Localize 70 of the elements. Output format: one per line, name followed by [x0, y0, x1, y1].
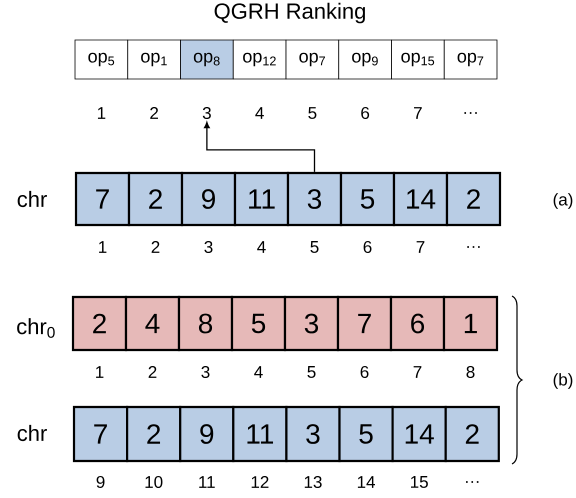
index-number: 3 — [202, 106, 211, 120]
index-number: 9 — [96, 476, 104, 488]
index-number: 7 — [416, 241, 424, 253]
index-number: 6 — [364, 240, 372, 254]
gene-cell: 2 — [72, 296, 128, 352]
panel-label: (b) — [554, 373, 572, 389]
index-number: 10 — [146, 476, 162, 488]
index-number: 1 — [99, 241, 106, 253]
gene-cell: 11 — [232, 406, 288, 462]
gene-cell: 9 — [180, 172, 236, 226]
gene-cell: 7 — [74, 172, 130, 226]
gene-cell: 2 — [128, 172, 184, 226]
ranking-cell: op$_{12}$ — [232, 40, 286, 80]
index-number: 5 — [307, 366, 316, 378]
gene-cell: 3 — [286, 172, 342, 226]
gene-cell: 11 — [234, 172, 290, 226]
index-number: 7 — [414, 366, 422, 378]
gene-cell: 3 — [284, 296, 340, 352]
panel-label: (a) — [554, 193, 572, 209]
index-number: 3 — [204, 240, 212, 254]
gene-cell: 2 — [446, 172, 502, 226]
index-number: 11 — [199, 476, 215, 488]
gene-cell: 1 — [442, 296, 498, 352]
gene-cell: 5 — [230, 296, 286, 352]
index-number: 14 — [358, 476, 375, 488]
index-number: 8 — [466, 366, 474, 378]
title: QGRH Ranking — [214, 2, 365, 24]
ranking-cell: op$_{7}$ — [286, 40, 340, 80]
index-number: … — [466, 481, 478, 483]
index-number: 1 — [96, 366, 104, 378]
index-number: 7 — [414, 107, 422, 119]
gene-cell: 8 — [178, 296, 234, 352]
gene-cell: 14 — [392, 406, 447, 462]
index-number: … — [464, 112, 477, 114]
gene-cell: 2 — [444, 406, 500, 462]
gene-cell: 7 — [336, 296, 392, 352]
gene-cell: 2 — [126, 406, 182, 462]
index-number: … — [467, 246, 480, 248]
index-number: 2 — [150, 107, 158, 119]
ranking-cell: op$_{8}$ — [180, 40, 234, 80]
index-number: 15 — [411, 476, 428, 488]
gene-cell: 4 — [124, 296, 180, 352]
index-number: 5 — [308, 107, 316, 119]
arrow — [204, 122, 316, 172]
index-number: 13 — [304, 476, 322, 488]
gene-cell: 6 — [390, 296, 446, 352]
index-number: 5 — [310, 241, 318, 253]
ranking-cell: op$_{7}$ — [444, 40, 498, 80]
gene-cell: 7 — [72, 406, 128, 462]
index-number: 2 — [152, 241, 160, 253]
row-label: chr — [18, 190, 47, 208]
gene-cell: 5 — [338, 406, 394, 462]
index-number: 12 — [252, 476, 268, 488]
index-number: 4 — [254, 366, 263, 378]
index-number: 6 — [361, 106, 370, 120]
ranking-cell: op$_{1}$ — [127, 40, 181, 80]
index-number: 3 — [201, 366, 210, 378]
ranking-cell: op$_{9}$ — [338, 40, 392, 80]
index-number: 6 — [360, 366, 368, 378]
gene-cell: 9 — [179, 406, 234, 462]
index-number: 2 — [148, 366, 156, 378]
gene-cell: 14 — [392, 172, 448, 226]
ranking-cell: op$_{15}$ — [391, 40, 445, 80]
index-number: 4 — [257, 241, 266, 253]
gene-cell: 5 — [340, 172, 396, 226]
index-number: 4 — [255, 107, 264, 119]
row-label: chr — [18, 424, 47, 442]
ranking-cell: op$_{5}$ — [74, 40, 128, 80]
gene-cell: 3 — [285, 406, 341, 462]
index-number: 1 — [98, 107, 106, 119]
